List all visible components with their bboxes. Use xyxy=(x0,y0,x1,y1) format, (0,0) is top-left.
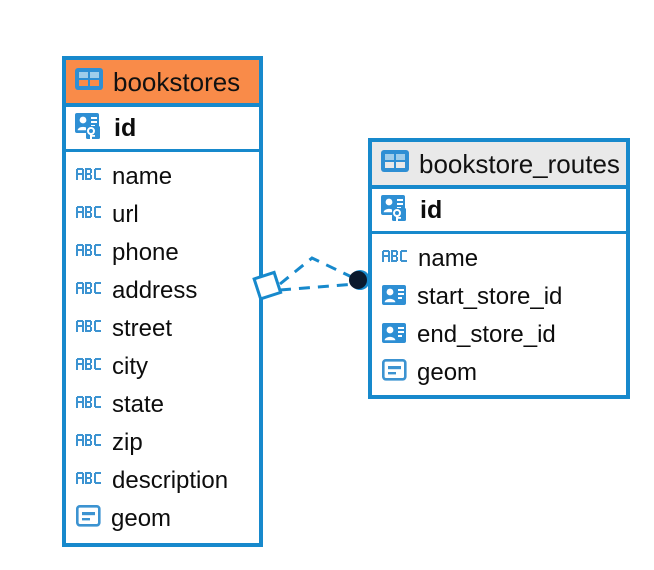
text-abc-icon xyxy=(76,205,103,225)
geometry-icon xyxy=(75,504,102,533)
field-label: street xyxy=(112,315,173,342)
field-label: address xyxy=(112,277,198,304)
filled-circle-marker xyxy=(349,270,370,290)
geometry-icon xyxy=(381,358,408,387)
entity-header-bookstores[interactable]: bookstores xyxy=(66,60,259,107)
relationship-connector xyxy=(252,256,370,301)
foreign-key-icon xyxy=(382,284,408,311)
field-row-description[interactable]: description xyxy=(66,462,259,500)
field-label: zip xyxy=(112,429,143,456)
entity-title: bookstores xyxy=(113,66,241,97)
field-label: url xyxy=(112,201,139,228)
text-abc-icon xyxy=(76,243,103,263)
table-icon xyxy=(75,67,103,96)
text-abc-icon xyxy=(382,249,409,269)
text-abc-icon xyxy=(76,167,103,187)
field-label: id xyxy=(114,113,137,142)
entity-bookstores[interactable]: bookstores id xyxy=(62,56,263,547)
field-label: id xyxy=(420,195,443,224)
entity-title: bookstore_routes xyxy=(419,148,620,179)
field-row-geom[interactable]: geom xyxy=(372,354,626,392)
field-label: geom xyxy=(111,505,172,532)
field-label: city xyxy=(112,353,148,380)
field-row-name[interactable]: name xyxy=(66,158,259,196)
field-row-name[interactable]: name xyxy=(372,240,626,278)
relationship-line-upper xyxy=(279,256,359,286)
field-row-end-store-id[interactable]: end_store_id xyxy=(372,316,626,354)
text-abc-icon xyxy=(76,319,103,339)
field-label: name xyxy=(112,163,173,190)
field-label: state xyxy=(112,391,165,418)
field-row-primary-key[interactable]: id xyxy=(66,107,259,152)
text-abc-icon xyxy=(76,395,103,415)
field-row-zip[interactable]: zip xyxy=(66,424,259,462)
field-row-address[interactable]: address xyxy=(66,272,259,310)
entity-header-bookstore-routes[interactable]: bookstore_routes xyxy=(372,142,626,189)
field-list-bookstore-routes: name start_store_id xyxy=(372,234,626,392)
field-label: start_store_id xyxy=(417,283,563,310)
field-label: name xyxy=(418,245,479,272)
primary-key-icon xyxy=(75,112,105,145)
field-row-phone[interactable]: phone xyxy=(66,234,259,272)
field-row-primary-key[interactable]: id xyxy=(372,189,626,234)
field-label: phone xyxy=(112,239,179,266)
field-label: description xyxy=(112,467,229,494)
text-abc-icon xyxy=(76,433,103,453)
entity-bookstore-routes[interactable]: bookstore_routes id xyxy=(368,138,630,399)
primary-key-icon xyxy=(381,194,411,227)
field-row-url[interactable]: url xyxy=(66,196,259,234)
field-label: end_store_id xyxy=(417,321,556,348)
field-label: geom xyxy=(417,359,478,386)
field-row-state[interactable]: state xyxy=(66,386,259,424)
text-abc-icon xyxy=(76,471,103,491)
foreign-key-icon xyxy=(382,322,408,349)
field-list-bookstores: name url xyxy=(66,152,259,538)
relationship-line-lower xyxy=(279,282,357,292)
table-icon xyxy=(381,149,409,178)
field-row-street[interactable]: street xyxy=(66,310,259,348)
field-row-geom[interactable]: geom xyxy=(66,500,259,538)
text-abc-icon xyxy=(76,281,103,301)
text-abc-icon xyxy=(76,357,103,377)
field-row-city[interactable]: city xyxy=(66,348,259,386)
field-row-start-store-id[interactable]: start_store_id xyxy=(372,278,626,316)
